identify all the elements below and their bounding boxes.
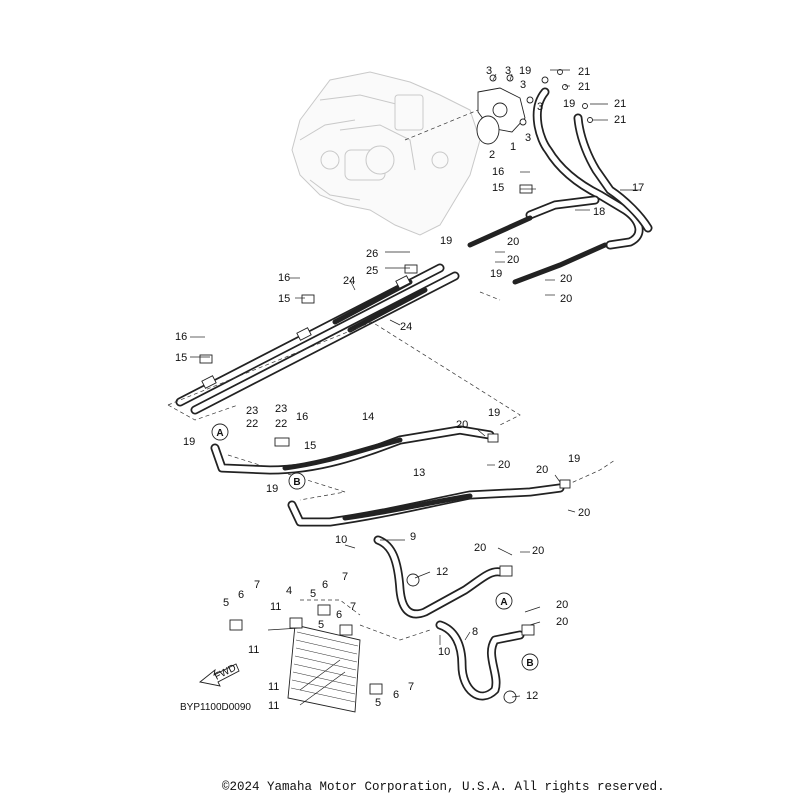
svg-text:11: 11 <box>270 601 281 613</box>
svg-text:20: 20 <box>507 236 519 248</box>
svg-text:20: 20 <box>560 273 572 285</box>
copyright-notice: ©2024 Yamaha Motor Corporation, U.S.A. A… <box>222 780 665 794</box>
hose-14 <box>210 425 495 475</box>
svg-text:7: 7 <box>350 601 356 613</box>
svg-text:3: 3 <box>505 65 511 77</box>
svg-text:10: 10 <box>335 534 347 546</box>
svg-text:18: 18 <box>593 206 605 218</box>
hose-8 <box>435 620 525 701</box>
svg-text:19: 19 <box>266 483 278 495</box>
engine-block <box>291 71 481 236</box>
ref-marker-A-bottom: A <box>495 592 513 610</box>
svg-text:19: 19 <box>183 436 195 448</box>
svg-text:9: 9 <box>410 531 416 543</box>
svg-text:24: 24 <box>343 275 355 287</box>
svg-text:12: 12 <box>436 566 448 578</box>
svg-text:8: 8 <box>472 626 478 638</box>
svg-text:10: 10 <box>438 646 450 658</box>
fwd-arrow-icon: FWD <box>198 663 240 687</box>
svg-text:5: 5 <box>375 697 381 709</box>
diagram-code: BYP1100D0090 <box>180 702 251 713</box>
svg-text:FWD: FWD <box>213 663 238 683</box>
svg-text:19: 19 <box>519 65 531 77</box>
svg-text:2: 2 <box>489 149 495 161</box>
ref-marker-B-bottom: B <box>521 653 539 671</box>
svg-text:6: 6 <box>238 589 244 601</box>
svg-text:14: 14 <box>362 411 374 423</box>
svg-text:6: 6 <box>336 609 342 621</box>
svg-text:3: 3 <box>525 132 531 144</box>
svg-text:A: A <box>216 428 223 439</box>
svg-text:16: 16 <box>278 272 290 284</box>
svg-text:11: 11 <box>268 700 279 712</box>
leader-lines <box>190 69 640 698</box>
svg-text:19: 19 <box>490 268 502 280</box>
long-pipes-24 <box>175 263 460 415</box>
svg-text:3: 3 <box>537 101 543 113</box>
svg-text:21: 21 <box>614 114 626 126</box>
svg-text:A: A <box>500 597 507 608</box>
svg-text:16: 16 <box>296 411 308 423</box>
svg-text:23: 23 <box>246 405 258 417</box>
svg-text:21: 21 <box>578 66 590 78</box>
hose-17-18 <box>467 87 653 285</box>
svg-text:3: 3 <box>520 79 526 91</box>
svg-text:17: 17 <box>632 182 644 194</box>
svg-text:20: 20 <box>532 545 544 557</box>
svg-text:15: 15 <box>175 352 187 364</box>
ref-marker-A-top: A <box>211 423 229 441</box>
svg-text:13: 13 <box>413 467 425 479</box>
svg-text:19: 19 <box>563 98 575 110</box>
svg-text:26: 26 <box>366 248 378 260</box>
svg-text:7: 7 <box>342 571 348 583</box>
oil-cooler <box>267 599 431 713</box>
svg-text:15: 15 <box>278 293 290 305</box>
svg-text:16: 16 <box>175 331 187 343</box>
dashed-frame <box>167 291 521 501</box>
svg-text:5: 5 <box>310 588 316 600</box>
svg-text:20: 20 <box>474 542 486 554</box>
svg-text:20: 20 <box>536 464 548 476</box>
svg-text:11: 11 <box>268 681 279 693</box>
svg-text:15: 15 <box>492 182 504 194</box>
svg-text:19: 19 <box>440 235 452 247</box>
svg-text:B: B <box>293 477 300 488</box>
svg-text:20: 20 <box>556 616 568 628</box>
svg-text:20: 20 <box>456 419 468 431</box>
svg-text:1: 1 <box>510 141 516 153</box>
svg-text:20: 20 <box>556 599 568 611</box>
svg-text:21: 21 <box>578 81 590 93</box>
svg-text:5: 5 <box>223 597 229 609</box>
svg-text:19: 19 <box>568 453 580 465</box>
svg-text:7: 7 <box>254 579 260 591</box>
svg-text:4: 4 <box>286 585 292 597</box>
svg-text:B: B <box>526 658 533 669</box>
svg-text:19: 19 <box>488 407 500 419</box>
part-callouts: 3 3 19 3 3 3 1 2 21 21 19 21 21 17 18 16… <box>175 65 644 712</box>
svg-text:22: 22 <box>275 418 287 430</box>
svg-text:20: 20 <box>560 293 572 305</box>
svg-text:6: 6 <box>393 689 399 701</box>
svg-text:7: 7 <box>408 681 414 693</box>
svg-text:5: 5 <box>318 619 324 631</box>
svg-text:20: 20 <box>578 507 590 519</box>
svg-text:25: 25 <box>366 265 378 277</box>
svg-text:20: 20 <box>507 254 519 266</box>
svg-text:24: 24 <box>400 321 412 333</box>
svg-text:15: 15 <box>304 440 316 452</box>
svg-text:11: 11 <box>248 644 259 656</box>
svg-text:12: 12 <box>526 690 538 702</box>
svg-text:22: 22 <box>246 418 258 430</box>
svg-text:20: 20 <box>498 459 510 471</box>
svg-text:21: 21 <box>614 98 626 110</box>
hose-9-12 <box>373 535 505 619</box>
svg-text:23: 23 <box>275 403 287 415</box>
ref-marker-B-top: B <box>288 472 306 490</box>
svg-text:6: 6 <box>322 579 328 591</box>
hose-13 <box>287 459 616 527</box>
svg-text:16: 16 <box>492 166 504 178</box>
cooler-adapter <box>404 87 526 145</box>
svg-text:3: 3 <box>486 65 492 77</box>
